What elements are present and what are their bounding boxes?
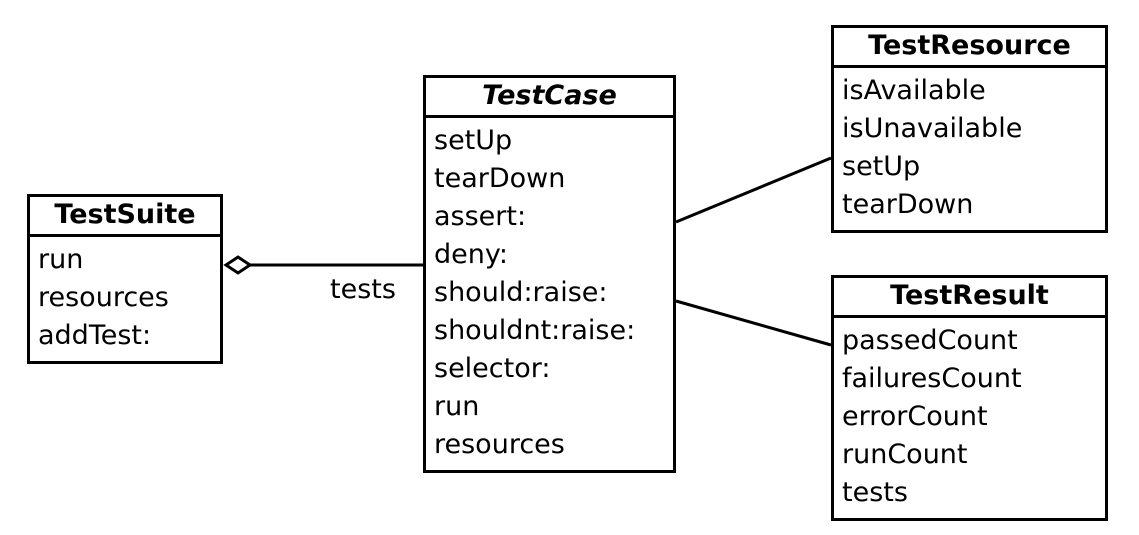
class-member: tearDown — [842, 189, 974, 220]
uml-class-testresult[interactable]: TestResult passedCount failuresCount err… — [831, 275, 1108, 521]
class-member: isUnavailable — [842, 113, 1023, 144]
class-title-testresult: TestResult — [834, 278, 1105, 318]
edge-association-testcase-testresource[interactable] — [675, 156, 832, 224]
class-member: runCount — [842, 439, 968, 470]
class-title-testsuite: TestSuite — [30, 197, 220, 237]
class-member: selector: — [434, 353, 551, 384]
class-title-testcase: TestCase — [426, 78, 673, 118]
hollow-diamond-icon — [223, 255, 253, 275]
class-member: run — [434, 391, 480, 422]
class-member: isAvailable — [842, 75, 986, 106]
class-member: tearDown — [434, 163, 566, 194]
class-member: resources — [434, 429, 565, 460]
class-member: resources — [38, 282, 169, 313]
class-member: run — [38, 244, 84, 275]
class-member: should:raise: — [434, 277, 608, 308]
class-member: assert: — [434, 201, 527, 232]
class-members-testresult: passedCount failuresCount errorCount run… — [834, 318, 1105, 518]
class-member: failuresCount — [842, 363, 1022, 394]
class-member: setUp — [842, 151, 921, 182]
class-members-testresource: isAvailable isUnavailable setUp tearDown — [834, 68, 1105, 230]
class-member: deny: — [434, 239, 508, 270]
class-title-testresource: TestResource — [834, 28, 1105, 68]
class-member: passedCount — [842, 325, 1018, 356]
class-members-testcase: setUp tearDown assert: deny: should:rais… — [426, 118, 673, 470]
class-member: errorCount — [842, 401, 988, 432]
edge-association-testcase-testresult[interactable] — [675, 299, 832, 347]
edge-label-tests: tests — [330, 274, 396, 305]
class-member: addTest: — [38, 320, 152, 351]
class-member: shouldnt:raise: — [434, 315, 636, 346]
uml-class-testsuite[interactable]: TestSuite run resources addTest: — [27, 194, 223, 364]
uml-class-testcase[interactable]: TestCase setUp tearDown assert: deny: sh… — [423, 75, 676, 473]
class-member: tests — [842, 477, 908, 508]
edge-aggregation-testsuite-testcase[interactable] — [223, 255, 423, 275]
uml-class-testresource[interactable]: TestResource isAvailable isUnavailable s… — [831, 25, 1108, 233]
class-members-testsuite: run resources addTest: — [30, 237, 220, 361]
class-member: setUp — [434, 125, 513, 156]
